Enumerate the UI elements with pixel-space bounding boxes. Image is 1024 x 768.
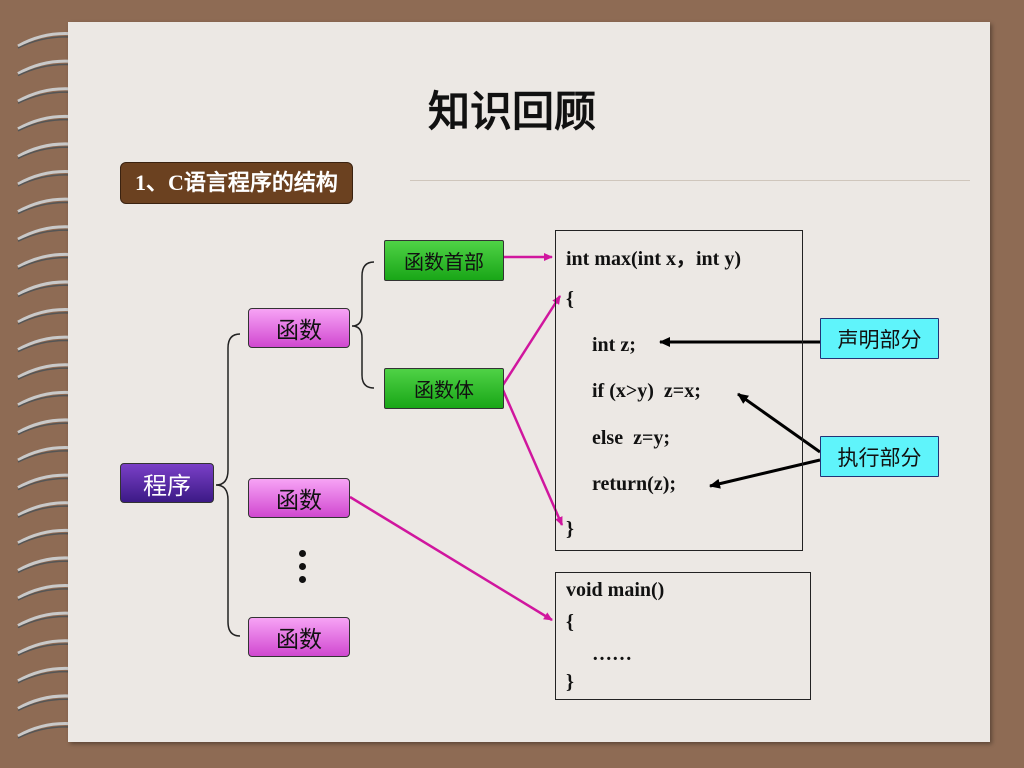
node-function-3: 函数	[248, 617, 350, 657]
code-line: if (x>y) z=x;	[592, 380, 701, 402]
node-function-body: 函数体	[384, 368, 504, 409]
node-function-1: 函数	[248, 308, 350, 348]
code-box-main: void main() { …… }	[555, 572, 811, 700]
node-function-header: 函数首部	[384, 240, 504, 281]
code-line: else z=y;	[592, 427, 671, 449]
arrow-func-to-main	[349, 495, 553, 622]
code-line: {	[566, 288, 574, 310]
code-line: ……	[592, 643, 632, 665]
code-line: }	[566, 671, 574, 693]
ellipsis-dots	[294, 550, 310, 589]
arrow-exec-to-if	[737, 392, 821, 454]
code-line: {	[566, 611, 574, 633]
node-function-2: 函数	[248, 478, 350, 518]
section-divider	[410, 180, 970, 181]
node-program: 程序	[120, 463, 214, 503]
node-declaration-part: 声明部分	[820, 318, 939, 359]
arrow-exec-to-return	[709, 458, 821, 489]
code-line: }	[566, 518, 574, 540]
code-line: int z;	[592, 334, 636, 356]
code-line: return(z);	[592, 473, 677, 495]
arrow-body-to-open-brace	[501, 295, 562, 386]
code-line: void main()	[566, 579, 665, 601]
brace-function	[351, 261, 375, 389]
section-label: 1、C语言程序的结构	[120, 162, 353, 204]
code-box-max: int max(int x，int y) { int z; if (x>y) z…	[555, 230, 803, 551]
slide-title: 知识回顾	[427, 87, 596, 136]
arrow-body-to-close-brace	[501, 389, 564, 526]
code-line: int max(int x，int y)	[566, 248, 741, 270]
node-execution-part: 执行部分	[820, 436, 939, 477]
brace-program	[215, 333, 241, 637]
notebook-page	[68, 22, 990, 742]
